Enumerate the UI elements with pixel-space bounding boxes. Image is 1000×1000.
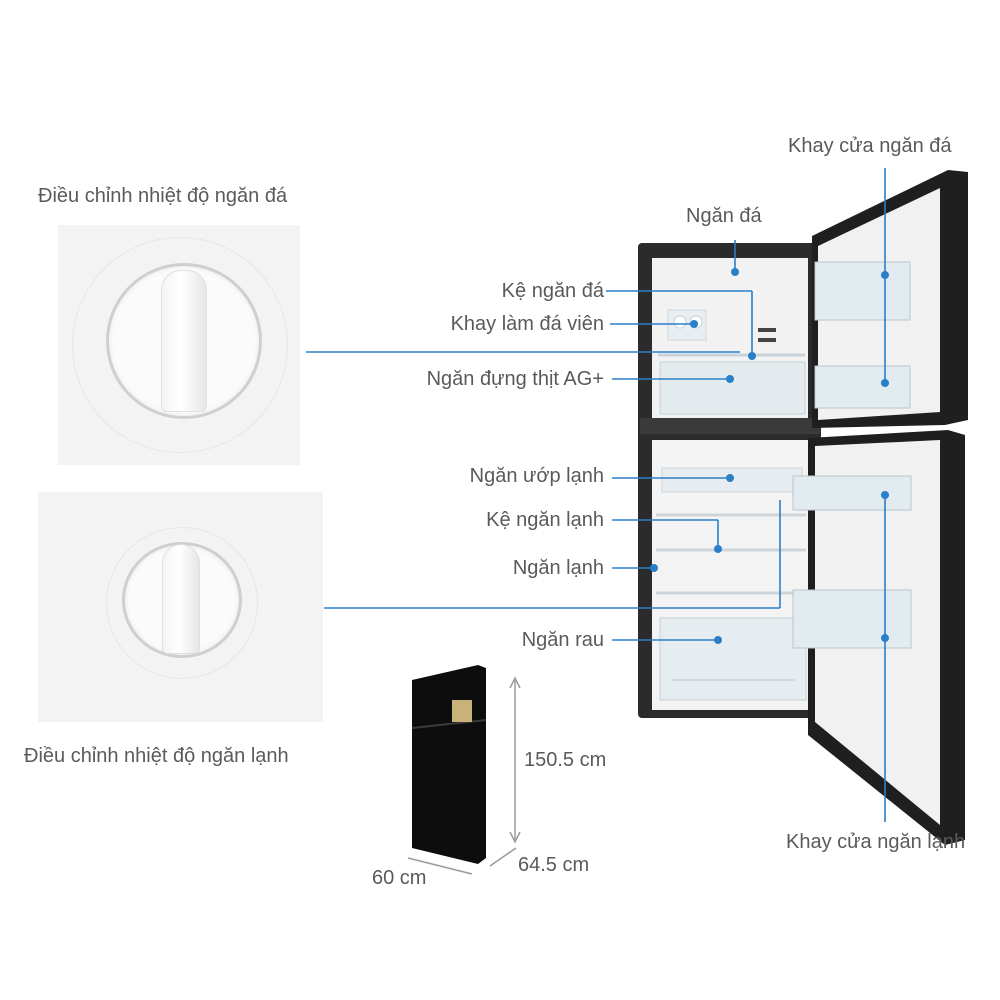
label-fridge-shelf: Kệ ngăn lạnh <box>486 509 604 531</box>
label-chill-compartment: Ngăn ướp lạnh <box>469 465 604 487</box>
freezer-dial-knob <box>161 270 207 412</box>
label-freezer-compartment: Ngăn đá <box>686 205 762 227</box>
dimension-width: 60 cm <box>372 867 427 889</box>
label-freezer-door-tray: Khay cửa ngăn đá <box>788 135 952 157</box>
dimension-depth: 64.5 cm <box>518 854 590 876</box>
freezer-dial-title: Điều chỉnh nhiệt độ ngăn đá <box>38 185 288 207</box>
dimension-height: 150.5 cm <box>524 749 607 771</box>
fridge-thumbnail <box>412 665 486 864</box>
label-freezer-shelf: Kệ ngăn đá <box>501 280 604 302</box>
freezer-dial-panel <box>58 225 300 465</box>
label-meat-case: Ngăn đựng thịt AG+ <box>426 368 604 390</box>
label-vegetable-drawer: Ngăn rau <box>521 629 604 651</box>
fridge-dial-knob <box>162 544 200 654</box>
label-fridge-door-tray: Khay cửa ngăn lạnh <box>786 831 966 853</box>
vegetable-drawer <box>659 617 807 701</box>
fridge-dial-title: Điều chỉnh nhiệt độ ngăn lạnh <box>24 745 289 767</box>
label-fridge-compartment: Ngăn lạnh <box>512 557 604 579</box>
label-ice-tray: Khay làm đá viên <box>450 313 604 335</box>
fridge-dial-panel <box>38 492 323 722</box>
meat-case <box>659 361 806 415</box>
